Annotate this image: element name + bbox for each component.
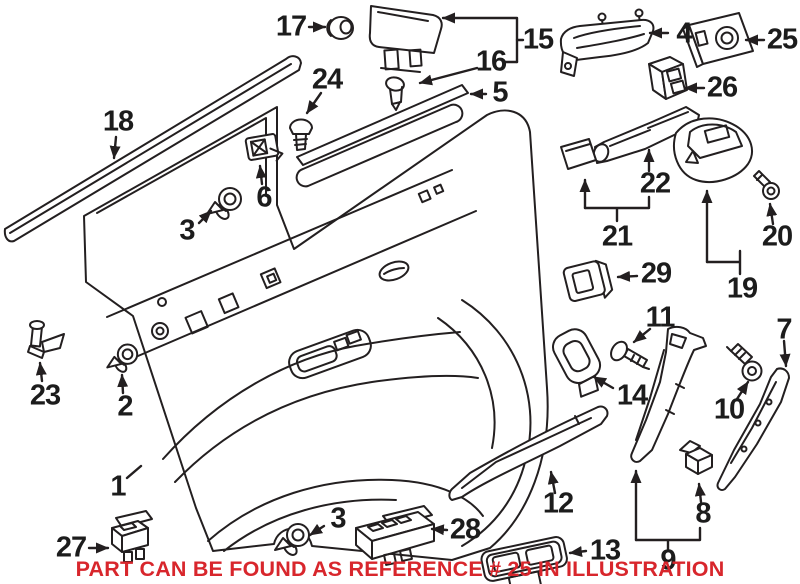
banner-text: PART CAN BE FOUND AS REFERENCE # 25 IN I… xyxy=(75,557,725,581)
part-28 xyxy=(356,506,434,565)
part-6 xyxy=(245,133,283,165)
part-11 xyxy=(608,339,649,369)
part-9 xyxy=(631,327,706,462)
part-12 xyxy=(449,407,607,500)
callout-leaders xyxy=(35,12,791,557)
part-23 xyxy=(28,321,64,358)
part-5 xyxy=(297,85,468,165)
part-15 xyxy=(370,6,442,72)
part-13 xyxy=(480,536,571,584)
part-3-lower xyxy=(274,523,310,559)
part-19 xyxy=(674,118,752,182)
part-2 xyxy=(106,343,139,375)
part-20 xyxy=(754,171,779,199)
part-25 xyxy=(683,13,753,67)
part-4 xyxy=(561,10,654,77)
part-27 xyxy=(112,511,152,562)
part-26 xyxy=(649,57,687,99)
part-18 xyxy=(5,56,301,241)
part-7 xyxy=(718,368,789,490)
part-17 xyxy=(327,17,353,39)
part-1 xyxy=(84,105,548,560)
part-16 xyxy=(385,76,405,110)
part-8 xyxy=(680,441,712,474)
part-29 xyxy=(563,259,614,306)
part-3-upper xyxy=(206,187,242,223)
part-24 xyxy=(290,120,312,151)
part-14 xyxy=(548,325,611,400)
part-22 xyxy=(561,107,699,169)
part-10 xyxy=(727,344,762,381)
